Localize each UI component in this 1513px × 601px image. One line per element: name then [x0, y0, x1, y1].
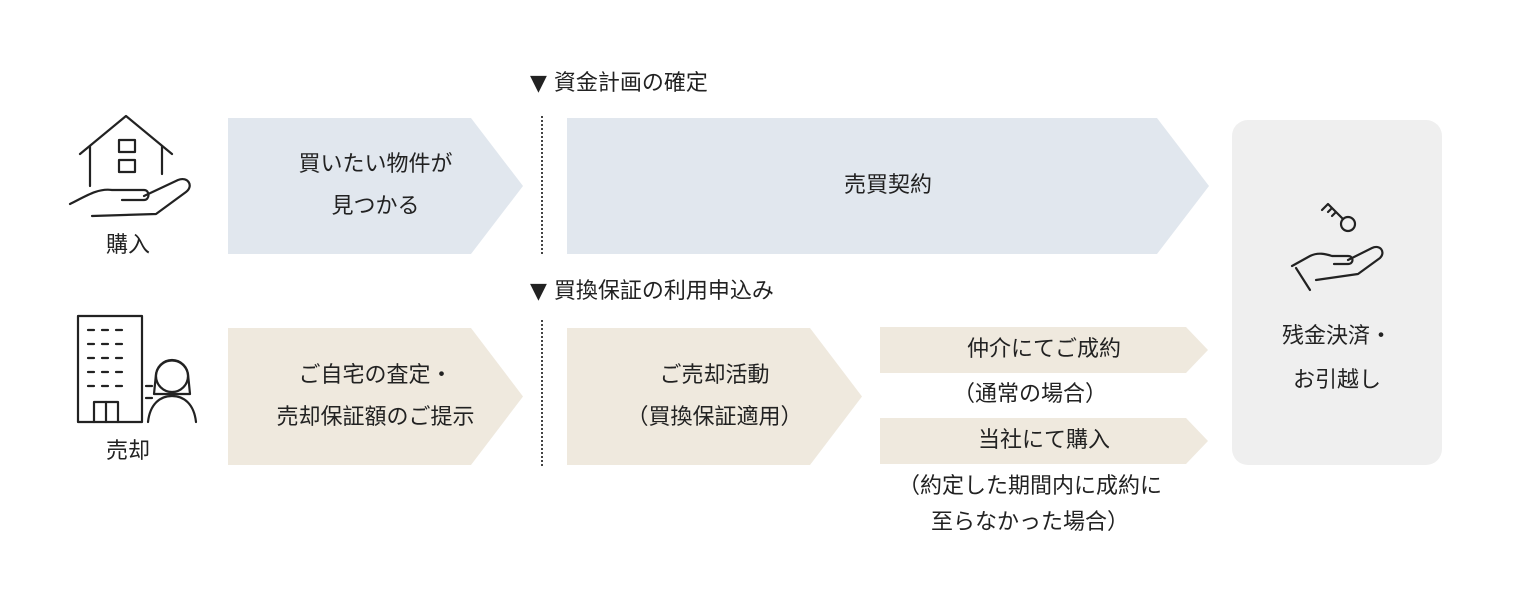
building-with-person-icon	[76, 314, 198, 424]
milestone-guarantee-line	[541, 320, 543, 466]
step-selling-activity: ご売却活動 （買換保証適用）	[567, 328, 862, 465]
outcome-broker-note: （通常の場合）	[952, 382, 1107, 407]
outcome-company-purchase: 当社にて購入	[880, 418, 1208, 464]
milestone-funding: ▼ 資金計画の確定	[530, 71, 708, 96]
sale-row-label: 売却	[106, 439, 151, 464]
outcome-broker-contract: 仲介にてご成約	[880, 327, 1208, 373]
milestone-funding-line	[541, 116, 543, 254]
step-sales-contract: 売買契約	[567, 118, 1209, 254]
final-step-settlement: 残金決済・ お引越し	[1232, 120, 1442, 465]
step-assessment: ご自宅の査定・ 売却保証額のご提示	[228, 328, 523, 465]
final-step-label: 残金決済・ お引越し	[1281, 324, 1392, 393]
step-find-property: 買いたい物件が 見つかる	[228, 118, 523, 254]
purchase-row-label: 購入	[106, 233, 151, 258]
milestone-guarantee-application: ▼ 買換保証の利用申込み	[530, 279, 774, 304]
house-on-hand-icon	[68, 114, 191, 218]
outcome-company-purchase-note: （約定した期間内に成約に 至らなかった場合）	[897, 474, 1162, 535]
key-on-hand-icon	[1290, 202, 1384, 292]
